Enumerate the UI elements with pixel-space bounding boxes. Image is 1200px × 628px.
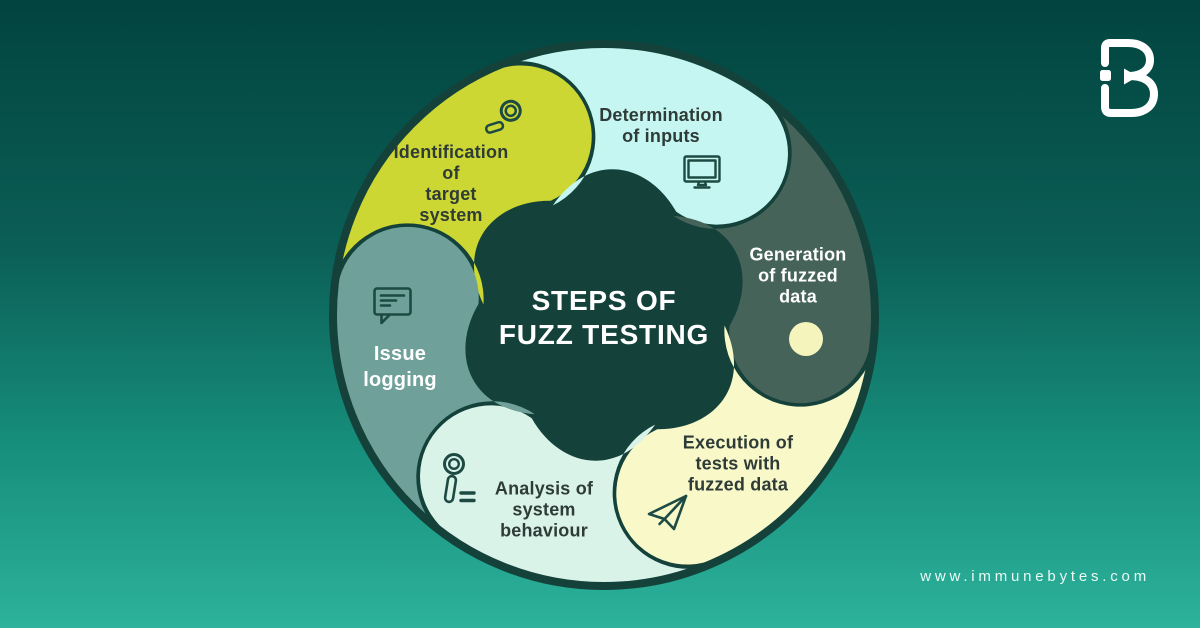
label-line: system <box>512 499 576 520</box>
logo-play-triangle <box>1124 68 1138 85</box>
label-identification: Identification of target system <box>394 142 509 226</box>
label-determination: Determination of inputs <box>599 105 723 147</box>
label-analysis: Analysis of system behaviour <box>495 479 593 542</box>
petal-analysis <box>420 405 720 587</box>
label-line: data <box>779 286 817 307</box>
label-generation: Generation of fuzzed data <box>749 245 846 308</box>
title-line-1: STEPS OF <box>531 285 677 316</box>
magnifier-icon <box>484 99 522 134</box>
label-line: logging <box>363 369 437 391</box>
petal-identification <box>332 65 592 305</box>
label-issue-logging: Issue logging <box>363 341 437 393</box>
label-line: of <box>442 163 460 183</box>
label-line: Analysis of <box>494 478 594 499</box>
analysis-magnifier-icon <box>443 453 476 504</box>
chat-bubble-icon <box>373 287 412 325</box>
label-line: Identification <box>393 142 509 162</box>
label-line: Generation <box>749 244 847 265</box>
monitor-icon <box>683 155 721 189</box>
website-url: www.immunebytes.com <box>920 568 1150 585</box>
immunebytes-logo-icon <box>1100 39 1158 117</box>
page-title: STEPS OF FUZZ TESTING <box>499 284 709 352</box>
label-line: of inputs <box>622 126 700 146</box>
label-line: fuzzed data <box>687 474 789 495</box>
logo-i-dot <box>1100 70 1111 81</box>
label-line: Issue <box>373 343 427 365</box>
label-line: behaviour <box>500 520 588 541</box>
title-line-2: FUZZ TESTING <box>498 319 710 350</box>
wheel-rim-ring <box>329 40 879 590</box>
data-dot-icon <box>789 322 823 356</box>
petal-generation <box>673 91 873 404</box>
label-line: Determination <box>599 105 723 125</box>
label-line: target <box>425 184 477 204</box>
label-line: Execution of <box>682 432 794 453</box>
label-execution: Execution of tests with fuzzed data <box>683 433 793 496</box>
label-line: of fuzzed <box>758 265 838 286</box>
petal-determination <box>488 43 788 225</box>
petal-execution <box>616 325 876 565</box>
label-line: system <box>419 205 483 225</box>
paper-plane-icon <box>647 494 688 531</box>
label-line: tests with <box>695 453 781 474</box>
